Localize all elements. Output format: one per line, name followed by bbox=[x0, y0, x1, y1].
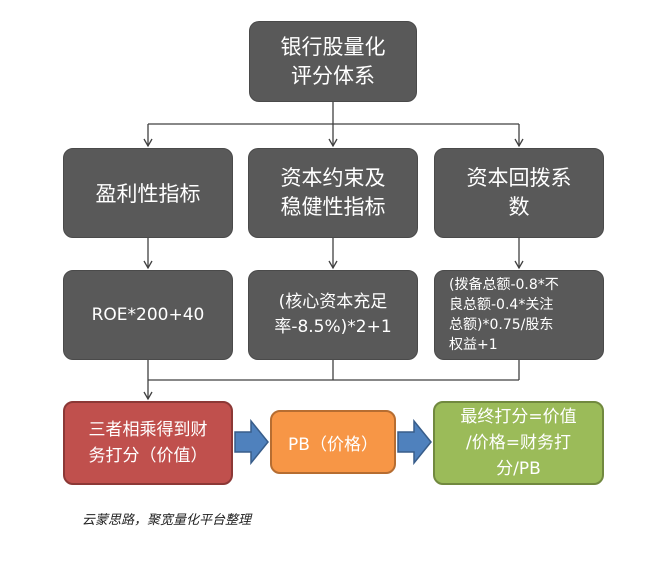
formula-capital-constraint: (核心资本充足 率-8.5%)*2+1 bbox=[248, 270, 418, 360]
category-capital-constraint: 资本约束及 稳健性指标 bbox=[248, 148, 418, 238]
formula-profitability: ROE*200+40 bbox=[63, 270, 233, 360]
result-financial-score: 三者相乘得到财 务打分（价值） bbox=[63, 401, 233, 485]
tree-connector bbox=[143, 102, 524, 148]
source-caption: 云蒙思路，聚宽量化平台整理 bbox=[82, 513, 252, 528]
pb-price-node: PB（价格） bbox=[270, 410, 396, 474]
category-profitability: 盈利性指标 bbox=[63, 148, 233, 238]
category-capital-provision: 资本回拨系 数 bbox=[434, 148, 604, 238]
formula-capital-provision: (拨备总额-0.8*不 良总额-0.4*关注 总额)*0.75/股东 权益+1 bbox=[434, 270, 604, 360]
final-score-node: 最终打分=价值 /价格=财务打 分/PB bbox=[433, 401, 604, 485]
merge-connector bbox=[143, 360, 520, 401]
root-node-scoring-system: 银行股量化 评分体系 bbox=[249, 21, 417, 102]
category-formula-connectors bbox=[143, 238, 524, 270]
block-arrow-result-to-pb bbox=[234, 418, 269, 466]
block-arrow-pb-to-final bbox=[397, 418, 432, 466]
